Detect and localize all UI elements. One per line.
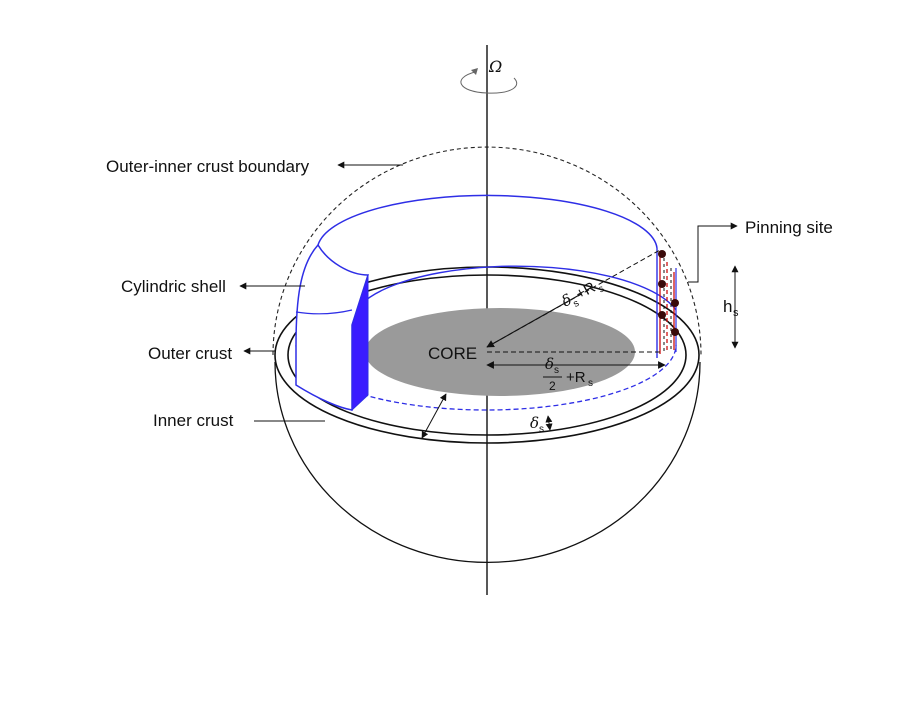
inner-crust-rim [287,274,687,436]
shell-top-ellipse [317,194,658,249]
inner-crust-thickness-arrow [421,393,447,439]
pinning-dot [658,311,666,319]
r-subscript: s [588,378,593,389]
cylindric-shell-cut-face [351,274,369,412]
delta-label-thickness: δ [530,414,539,432]
shell-base-dashed [295,344,677,411]
delta-subscript: s [554,365,559,376]
height-subscript: s [733,307,739,319]
outer-inner-crust-boundary [272,146,702,356]
pinning-dot [671,328,679,336]
star-lower-hemisphere [274,361,701,564]
cylindric-shell-label: Cylindric shell [121,277,226,296]
delta-subscript: s [572,298,582,310]
delta-subscript: s [539,424,544,435]
inner-crust-label: Inner crust [153,411,234,430]
pinning-site-arrow [688,222,738,283]
thickness-arrow [545,415,553,431]
frac-denominator: 2 [549,379,556,393]
pinning-dot [671,299,679,307]
pinning-site-label: Pinning site [745,218,833,237]
r-subscript: s [597,283,607,295]
height-label: h [723,297,732,316]
omega-label: Ω [488,57,502,76]
radius-arrow-diagonal [486,293,582,348]
delta-label-frac: δ [545,355,554,373]
cylindric-shell-wall [295,243,370,411]
outer-inner-boundary-label: Outer-inner crust boundary [106,157,310,176]
pinning-dot [658,280,666,288]
outer-crust-label: Outer crust [148,344,232,363]
core-label: CORE [428,344,477,363]
pinning-dot [658,250,666,258]
rotation-arrow-icon [460,71,518,94]
plus-r-label: +R [573,279,598,303]
plus-r-label: +R [566,369,586,386]
